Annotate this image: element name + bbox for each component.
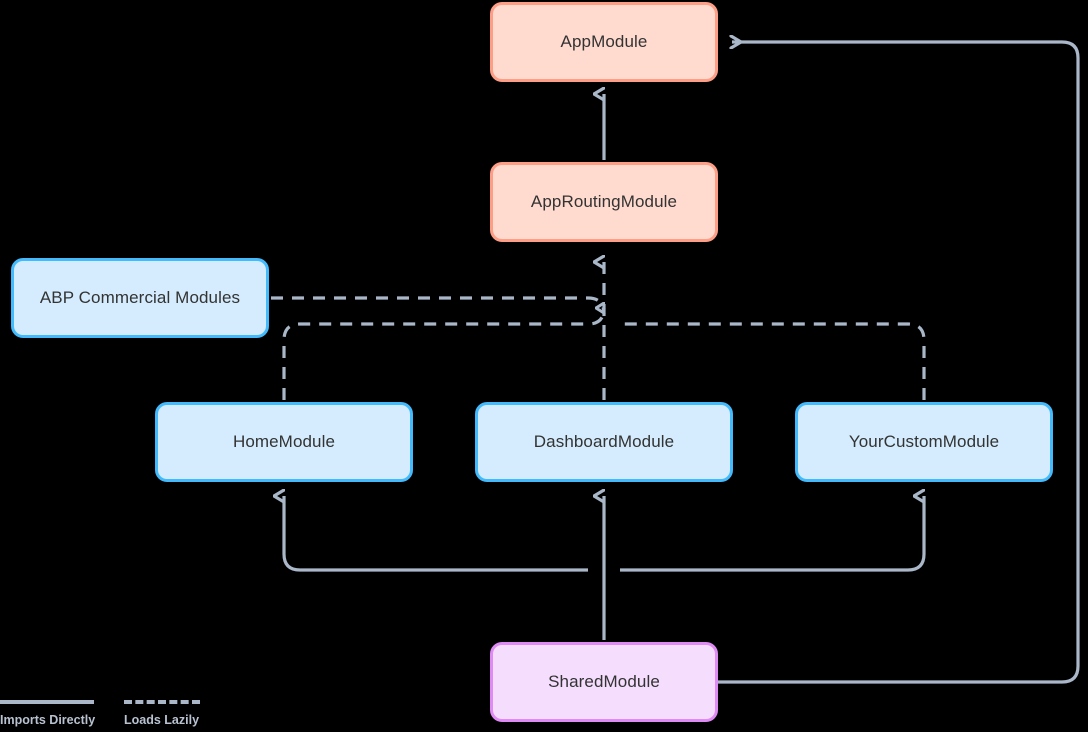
edge-yourcustommodule-to-approutingmodule — [620, 322, 926, 400]
legend-item-loads-lazily: Loads Lazily — [124, 700, 200, 727]
node-label: AppModule — [560, 31, 648, 51]
node-label: SharedModule — [548, 671, 660, 691]
edge-homemodule-to-approutingmodule — [282, 308, 606, 400]
node-label: YourCustomModule — [848, 431, 1000, 451]
legend: Imports Directly Loads Lazily — [0, 700, 260, 732]
node-label: AppRoutingModule — [530, 191, 678, 211]
legend-solid-line-swatch — [0, 700, 94, 704]
node-dashboard-module[interactable]: DashboardModule — [475, 402, 733, 482]
node-label: HomeModule — [232, 431, 336, 451]
legend-item-imports-directly: Imports Directly — [0, 700, 95, 727]
node-label: DashboardModule — [533, 431, 675, 451]
edge-sharedmodule-to-yourcustommodule — [620, 496, 926, 572]
node-label: ABP Commercial Modules — [39, 287, 241, 307]
legend-dashed-line-swatch — [124, 700, 200, 704]
node-home-module[interactable]: HomeModule — [155, 402, 413, 482]
node-your-custom-module[interactable]: YourCustomModule — [795, 402, 1053, 482]
node-shared-module[interactable]: SharedModule — [490, 642, 718, 722]
edge-abpmodules-to-approutingmodule — [271, 296, 606, 315]
node-app-module[interactable]: AppModule — [490, 2, 718, 82]
edge-sharedmodule-to-appmodule — [718, 42, 1080, 684]
node-app-routing-module[interactable]: AppRoutingModule — [490, 162, 718, 242]
legend-label: Loads Lazily — [124, 713, 200, 727]
node-abp-commercial-modules[interactable]: ABP Commercial Modules — [11, 258, 269, 338]
legend-label: Imports Directly — [0, 713, 96, 727]
edge-sharedmodule-to-homemodule — [284, 496, 588, 572]
